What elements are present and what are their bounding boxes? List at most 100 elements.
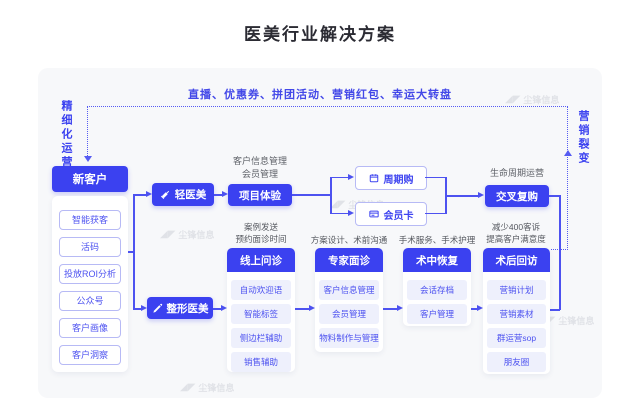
column-note: 方案设计、术前沟通 <box>310 235 388 245</box>
customer-info-item: 客户信息管理 <box>319 280 379 300</box>
marketing-material-item: 营销素材 <box>487 304 546 324</box>
smart-tag-item: 智能标签 <box>231 304 291 324</box>
arrow-right-icon <box>477 305 483 311</box>
arrow-right-icon <box>478 192 484 198</box>
syringe-icon <box>160 189 171 200</box>
surgery-recovery-items: 会话存档 客户管理 <box>403 272 471 326</box>
arrow-right-icon <box>221 305 227 311</box>
project-experience-box: 项目体验 <box>228 184 292 206</box>
membership-card-box: 会员卡 <box>355 202 427 226</box>
marketing-plan-item: 营销计划 <box>487 280 546 300</box>
periodic-purchase-label: 周期购 <box>383 174 414 186</box>
dashed-loop-right-line <box>567 106 568 250</box>
marketing-fission-label: 营销裂变 <box>577 110 589 166</box>
watermark-text: 尘锋信息 <box>198 383 235 393</box>
connector-line <box>425 212 445 214</box>
arrow-right-icon <box>348 173 354 180</box>
online-consult-items: 自动欢迎语 智能标签 侧边栏辅助 销售辅助 <box>227 272 295 372</box>
cross-repurchase-box: 交叉复购 <box>485 185 549 207</box>
arrow-right-icon <box>222 191 228 197</box>
note-line: 会员管理 <box>241 169 278 179</box>
promo-banner: 直播、优惠券、拼团活动、营销红包、幸运大转盘 <box>188 89 452 101</box>
watermark: ◢◤尘锋信息 <box>180 381 234 394</box>
connector-line <box>213 308 221 310</box>
note-line: 减少400客诉 <box>491 222 541 232</box>
note-line: 案例发送 <box>243 222 278 232</box>
watermark-text: 尘锋信息 <box>558 316 595 326</box>
connector-line <box>330 177 332 214</box>
connector-line <box>445 195 479 197</box>
connector-line <box>128 251 134 253</box>
connector-line <box>330 212 349 214</box>
online-consult-header: 线上问诊 <box>227 248 295 272</box>
membership-card-label: 会员卡 <box>383 210 414 222</box>
customer-profile-item: 客户画像 <box>59 318 121 338</box>
plastic-beauty-label: 整形医美 <box>166 302 209 315</box>
new-customer-card: 智能获客 活码 投放ROI分析 公众号 客户画像 客户洞察 <box>52 196 128 372</box>
membership-mgmt-item: 会员管理 <box>319 304 379 324</box>
new-customer-header: 新客户 <box>52 166 128 192</box>
refined-operations-label: 精细化运营 <box>60 100 72 170</box>
customer-insight-item: 客户洞察 <box>59 345 121 365</box>
light-beauty-button: 轻医美 <box>152 183 214 206</box>
watermark-logo-icon: ◢◤ <box>330 199 346 210</box>
light-beauty-label: 轻医美 <box>174 189 207 201</box>
arrow-right-icon <box>348 209 354 216</box>
arrow-up-icon <box>564 150 572 156</box>
welcome-message-item: 自动欢迎语 <box>231 280 291 300</box>
plastic-beauty-button: 整形医美 <box>147 297 213 319</box>
watermark: ◢◤尘锋信息 <box>505 93 559 106</box>
connector-line <box>133 194 146 196</box>
note-line: 提高客户满意度 <box>486 234 546 244</box>
followup-items: 营销计划 营销素材 群运营sop 朋友圈 <box>483 272 550 374</box>
official-account-item: 公众号 <box>59 291 121 311</box>
customer-mgmt-item: 客户管理 <box>407 304 467 324</box>
connector-line <box>550 309 560 311</box>
arrow-right-icon <box>146 191 152 197</box>
arrow-right-icon <box>141 305 147 311</box>
connector-line <box>133 308 141 310</box>
roi-analysis-item: 投放ROI分析 <box>59 264 121 284</box>
calendar-icon <box>369 173 379 183</box>
followup-column: 术后回访 营销计划 营销素材 群运营sop 朋友圈 <box>483 248 550 374</box>
acquisition-item: 智能获客 <box>59 210 121 230</box>
column-note: 减少400客诉 提高客户满意度 <box>466 221 566 245</box>
group-sop-item: 群运营sop <box>487 328 546 348</box>
connector-line <box>549 195 560 197</box>
connector-line <box>133 194 135 309</box>
arrow-right-icon <box>309 305 315 311</box>
watermark-logo-icon: ◢◤ <box>180 382 196 393</box>
column-note: 手术服务、手术护理 <box>398 235 476 245</box>
sidebar-assist-item: 侧边栏辅助 <box>231 328 291 348</box>
material-mgmt-item: 物料制作与管理 <box>319 328 379 348</box>
dashed-loop-top-line <box>87 106 568 107</box>
connector-line <box>330 176 349 178</box>
connector-line <box>425 176 445 178</box>
online-consult-column: 线上问诊 自动欢迎语 智能标签 侧边栏辅助 销售辅助 <box>227 248 295 372</box>
session-archive-item: 会话存档 <box>407 280 467 300</box>
sales-assist-item: 销售辅助 <box>231 352 291 372</box>
followup-header: 术后回访 <box>483 248 550 272</box>
watermark-logo-icon: ◢◤ <box>160 229 176 240</box>
note-line: 预约面诊时间 <box>235 234 287 244</box>
experience-note: 客户信息管理 会员管理 <box>210 155 310 181</box>
scalpel-icon <box>152 303 163 314</box>
connector-line <box>214 194 223 196</box>
surgery-recovery-column: 术中恢复 会话存档 客户管理 <box>403 248 471 326</box>
watermark-text: 尘锋信息 <box>178 230 215 240</box>
note-line: 客户信息管理 <box>232 156 287 166</box>
dashed-loop-left-line <box>87 106 88 156</box>
moments-item: 朋友圈 <box>487 352 546 372</box>
periodic-purchase-box: 周期购 <box>355 166 427 190</box>
expert-consult-column: 专家面诊 客户信息管理 会员管理 物料制作与管理 <box>315 248 383 352</box>
membership-card-icon <box>368 209 379 219</box>
expert-consult-header: 专家面诊 <box>315 248 383 272</box>
connector-line <box>292 194 331 196</box>
arrow-down-icon <box>84 156 92 162</box>
connector-line <box>559 195 561 310</box>
watermark: ◢◤尘锋信息 <box>160 228 214 241</box>
expert-consult-items: 客户信息管理 会员管理 物料制作与管理 <box>315 272 383 352</box>
lifecycle-note: 生命周期运营 <box>489 168 544 178</box>
arrow-right-icon <box>397 305 403 311</box>
column-note: 案例发送 预约面诊时间 <box>211 221 311 245</box>
